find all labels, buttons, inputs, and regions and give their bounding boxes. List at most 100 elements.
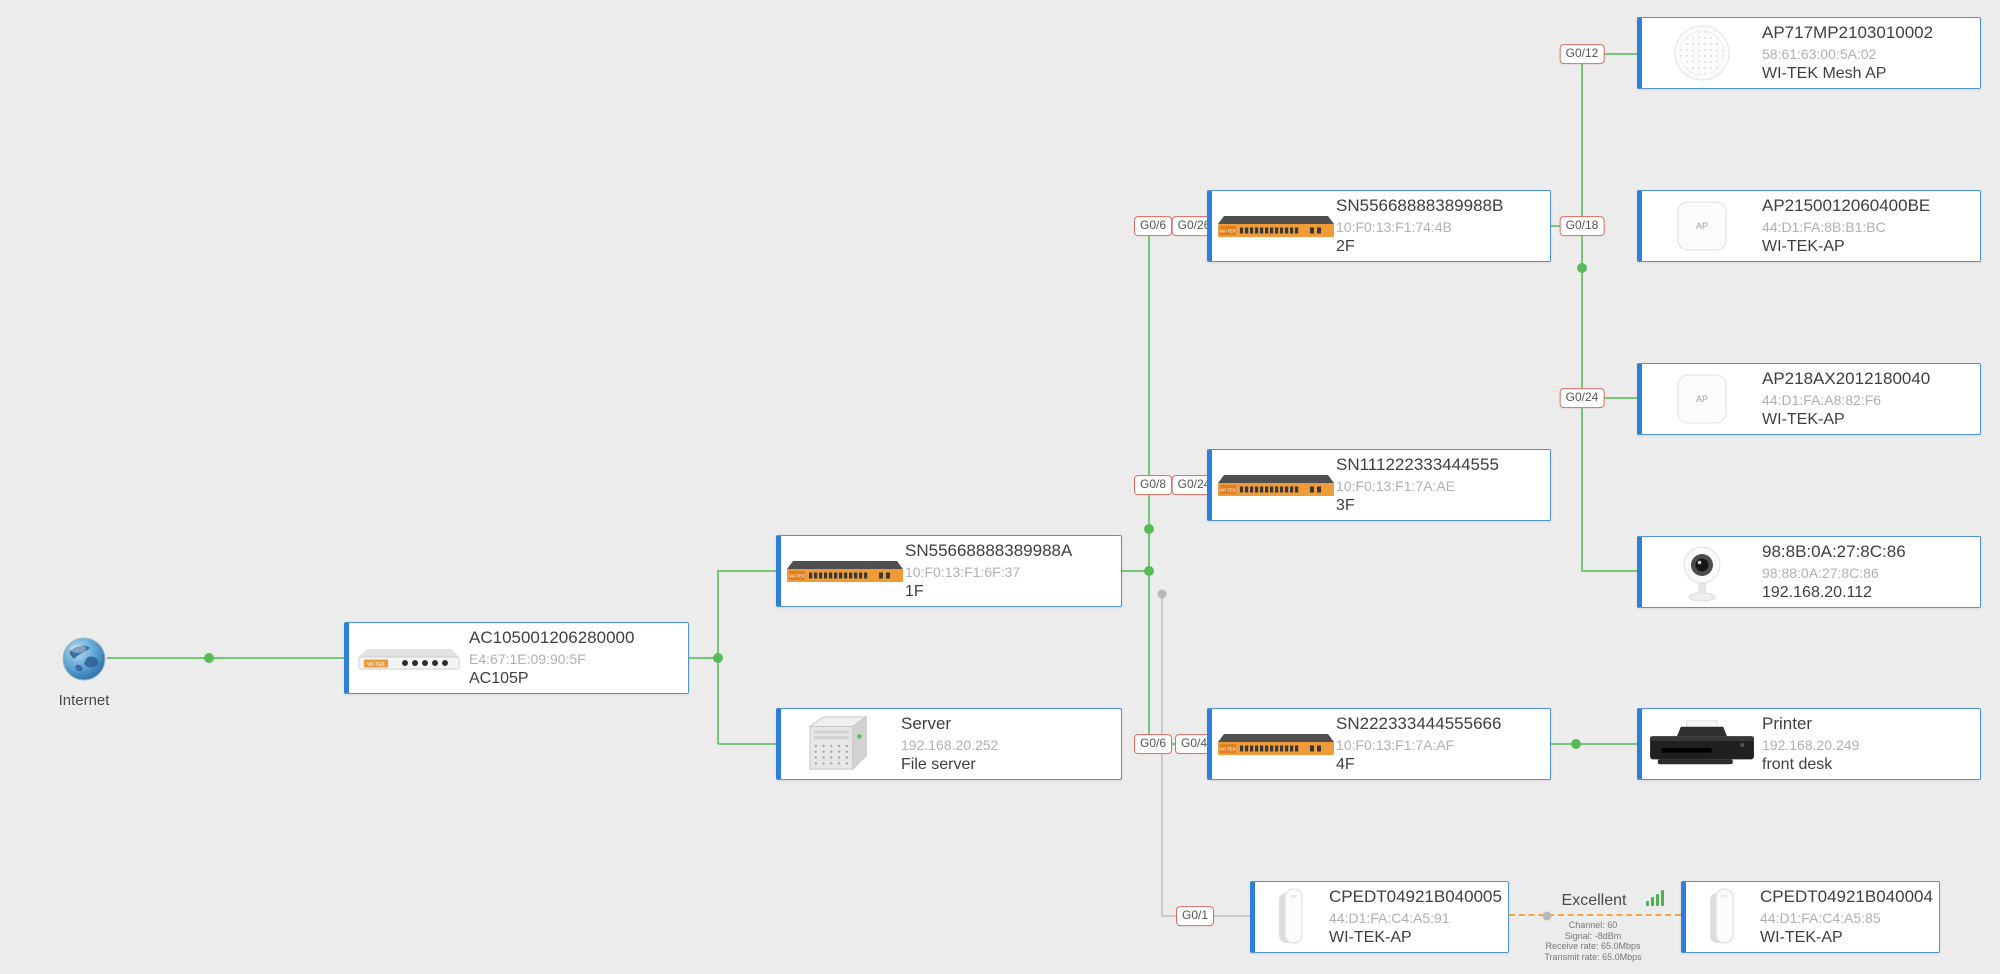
device-title: SN55668888389988B xyxy=(1336,196,1504,215)
device-mac: 10:F0:13:F1:7A:AE xyxy=(1336,478,1456,494)
camera-icon xyxy=(1642,541,1762,603)
link-wireless-cpe xyxy=(1509,914,1681,916)
device-mac: 44:D1:FA:C4:A5:85 xyxy=(1760,910,1881,926)
junction-dot xyxy=(1144,524,1154,534)
device-name: WI-TEK-AP xyxy=(1329,929,1412,946)
svg-text:AP: AP xyxy=(1696,394,1708,404)
junction-dot xyxy=(713,653,723,663)
port-label-ap218-uplink: G0/24 xyxy=(1559,388,1605,408)
device-title: CPEDT04921B040004 xyxy=(1760,887,1933,906)
svg-text:WI-TEK: WI-TEK xyxy=(789,574,805,579)
svg-text:AP: AP xyxy=(1696,221,1708,231)
switch-icon: WI-TEK xyxy=(781,554,905,588)
device-card-ap218ax[interactable]: AP AP218AX2012180040 44:D1:FA:A8:82:F6 W… xyxy=(1637,363,1981,435)
device-mac: 10:F0:13:F1:7A:AF xyxy=(1336,737,1455,753)
port-label-sw2f-a: G0/6 xyxy=(1133,216,1173,236)
device-mac: 98:88:0A:27:8C:86 xyxy=(1762,565,1879,581)
device-title: Printer xyxy=(1762,714,1813,733)
switch-icon: WI-TEK xyxy=(1212,209,1336,243)
link-trunk-vertical-right xyxy=(1581,53,1583,572)
wireless-receive-rate: Receive rate: 65.0Mbps xyxy=(1545,941,1641,951)
svg-text:WI-TEK: WI-TEK xyxy=(1220,229,1236,234)
port-label-sw3f-a: G0/8 xyxy=(1133,475,1173,495)
internet-node[interactable] xyxy=(60,635,108,683)
device-mac: 10:F0:13:F1:74:4B xyxy=(1336,219,1452,235)
port-label-mesh-uplink: G0/12 xyxy=(1559,44,1605,64)
globe-icon xyxy=(62,637,106,681)
device-card-switch-2f[interactable]: WI-TEK SN55668888389988B 10:F0:13:F1:74:… xyxy=(1207,190,1551,262)
device-mac: 44:D1:FA:A8:82:F6 xyxy=(1762,392,1882,408)
device-card-cpe-040004[interactable]: CPEDT04921B040004 44:D1:FA:C4:A5:85 WI-T… xyxy=(1681,881,1940,953)
link-sw1f-trunk xyxy=(1122,570,1149,572)
device-name: 2F xyxy=(1336,238,1355,255)
device-card-file-server[interactable]: Server 192.168.20.252 File server xyxy=(776,708,1122,780)
port-label-sw2f-right: G0/18 xyxy=(1559,216,1605,236)
device-title: CPEDT04921B040005 xyxy=(1329,887,1502,906)
wireless-transmit-rate: Transmit rate: 65.0Mbps xyxy=(1544,951,1642,962)
device-name: front desk xyxy=(1762,756,1833,773)
device-card-mesh-ap[interactable]: AP717MP2103010002 58:61:63:00:5A:02 WI-T… xyxy=(1637,17,1981,89)
device-name: 3F xyxy=(1336,497,1355,514)
printer-icon xyxy=(1642,719,1762,769)
device-title: AC105001206280000 xyxy=(469,628,635,647)
device-ip: 192.168.20.249 xyxy=(1762,737,1860,753)
switch-icon: WI-TEK xyxy=(1212,727,1336,761)
access-point-icon: AP xyxy=(1642,371,1762,427)
switch-icon: WI-TEK xyxy=(1212,468,1336,502)
device-name: WI-TEK-AP xyxy=(1762,238,1845,255)
device-card-switch-4f[interactable]: WI-TEK SN222333444555666 10:F0:13:F1:7A:… xyxy=(1207,708,1551,780)
port-label-sw3f-b: G0/24 xyxy=(1171,475,1217,495)
internet-label: Internet xyxy=(58,692,110,709)
link-trunk-ap218 xyxy=(1582,397,1637,399)
device-card-camera[interactable]: 98:8B:0A:27:8C:86 98:88:0A:27:8C:86 192.… xyxy=(1637,536,1981,608)
device-title: AP717MP2103010002 xyxy=(1762,23,1934,42)
device-title: Server xyxy=(901,714,952,733)
device-card-printer[interactable]: Printer 192.168.20.249 front desk xyxy=(1637,708,1981,780)
link-sw4f-printer xyxy=(1551,743,1637,745)
wireless-link-details: Channel: 60 Signal: -8dBm Receive rate: … xyxy=(1544,920,1641,962)
device-name: 4F xyxy=(1336,756,1355,773)
svg-text:WI-TEK: WI-TEK xyxy=(367,662,385,668)
junction-dot xyxy=(1577,263,1587,273)
device-title: 98:8B:0A:27:8C:86 xyxy=(1762,542,1906,561)
device-name: WI-TEK-AP xyxy=(1760,929,1843,946)
mesh-ap-icon xyxy=(1642,23,1762,83)
device-mac: 44:D1:FA:C4:A5:91 xyxy=(1329,910,1450,926)
junction-dot xyxy=(204,653,214,663)
device-name: WI-TEK Mesh AP xyxy=(1762,65,1887,82)
signal-bars-icon xyxy=(1646,890,1664,906)
access-point-icon: AP xyxy=(1642,198,1762,254)
device-name: File server xyxy=(901,756,976,773)
link-trunk-camera xyxy=(1582,570,1637,572)
cpe-icon xyxy=(1686,885,1760,949)
device-mac: E4:67:1E:09:90:5F xyxy=(469,651,586,667)
device-mac: 44:D1:FA:8B:B1:BC xyxy=(1762,219,1886,235)
device-name: AC105P xyxy=(469,670,529,687)
device-card-cpe-040005[interactable]: CPEDT04921B040005 44:D1:FA:C4:A5:91 WI-T… xyxy=(1250,881,1509,953)
link-trunk-to-cpe xyxy=(1161,594,1163,917)
device-ip: 192.168.20.112 xyxy=(1762,584,1873,601)
junction-dot-gray xyxy=(1157,589,1167,599)
junction-dot xyxy=(1571,739,1581,749)
device-card-switch-3f[interactable]: WI-TEK SN111222333444555 10:F0:13:F1:7A:… xyxy=(1207,449,1551,521)
device-mac: 58:61:63:00:5A:02 xyxy=(1762,46,1877,62)
cpe-icon xyxy=(1255,885,1329,949)
device-ip: 192.168.20.252 xyxy=(901,737,999,753)
link-ac-junction xyxy=(689,657,718,659)
device-title: AP2150012060400BE xyxy=(1762,196,1931,215)
device-title: AP218AX2012180040 xyxy=(1762,369,1931,388)
svg-text:WI-TEK: WI-TEK xyxy=(1220,747,1236,752)
device-name: WI-TEK-AP xyxy=(1762,411,1845,428)
device-card-ac105p[interactable]: WI-TEK AC105001206280000 E4:67:1E:09:90:… xyxy=(344,622,689,694)
device-card-ap2150[interactable]: AP AP2150012060400BE 44:D1:FA:8B:B1:BC W… xyxy=(1637,190,1981,262)
junction-dot xyxy=(1144,566,1154,576)
device-title: SN111222333444555 xyxy=(1336,455,1499,474)
router-icon: WI-TEK xyxy=(349,640,469,676)
device-card-switch-1f[interactable]: WI-TEK SN55668888389988A 10:F0:13:F1:6F:… xyxy=(776,535,1122,607)
port-label-sw4f-b: G0/4 xyxy=(1174,734,1214,754)
port-label-cpe-uplink: G0/1 xyxy=(1175,906,1215,926)
wireless-quality-label: Excellent xyxy=(1561,892,1627,909)
link-junction-server xyxy=(718,743,776,745)
link-trunk-meshap xyxy=(1582,53,1637,55)
